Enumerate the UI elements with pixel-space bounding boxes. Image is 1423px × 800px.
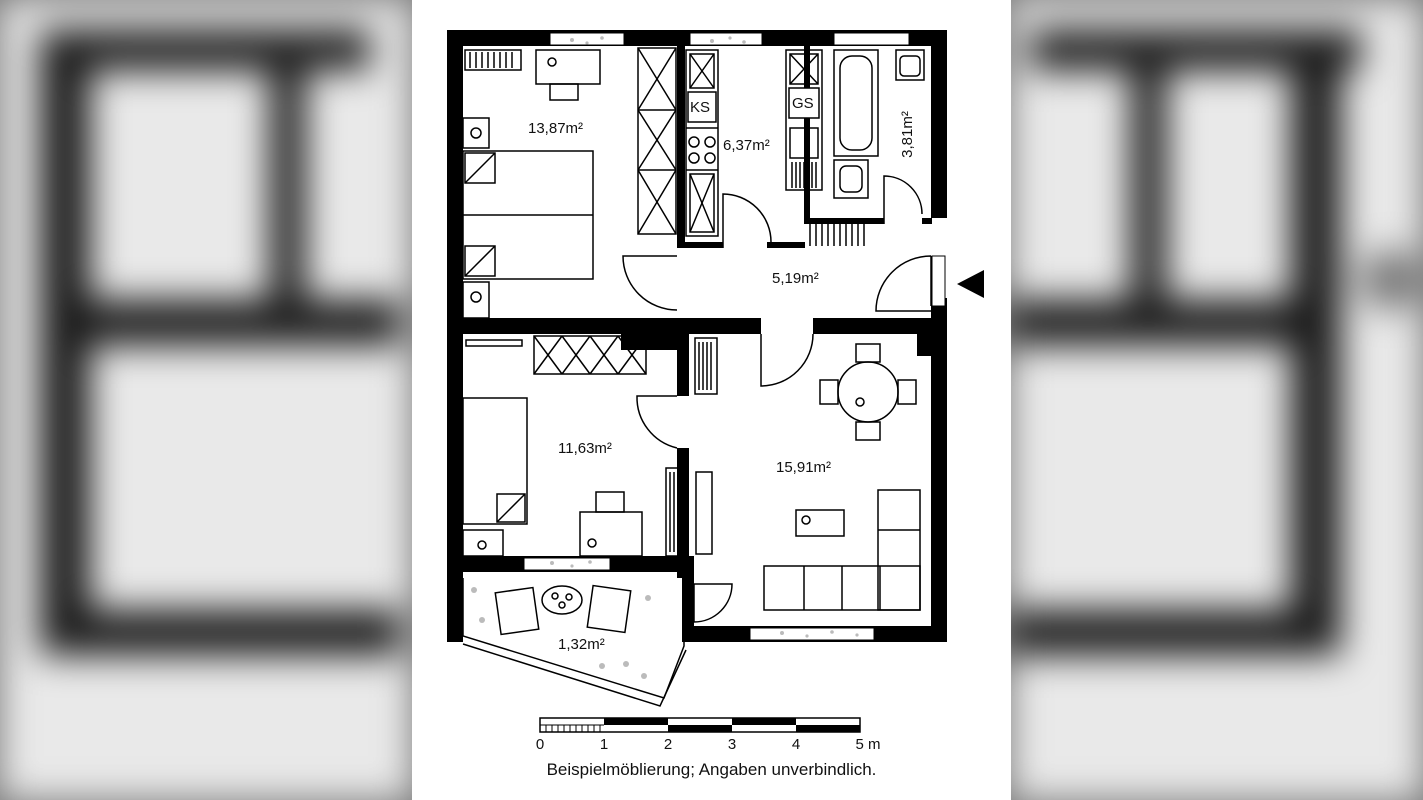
bedroom-furniture bbox=[462, 47, 677, 319]
floor-plan-drawing bbox=[447, 30, 984, 733]
balcony-plants bbox=[471, 587, 651, 679]
scale-tick-2: 2 bbox=[663, 736, 673, 753]
area-living: 15,91m² bbox=[776, 459, 832, 476]
scale-tick-3: 3 bbox=[727, 736, 737, 753]
entrance-arrow-icon bbox=[957, 270, 984, 298]
scale-bar bbox=[539, 717, 861, 733]
scale-tick-0: 0 bbox=[535, 736, 545, 753]
fridge-box bbox=[687, 91, 717, 123]
kitchen-units bbox=[685, 49, 865, 246]
living-furniture bbox=[695, 343, 921, 611]
scale-tick-4: 4 bbox=[791, 736, 801, 753]
doors bbox=[622, 175, 932, 623]
scale-tick-5: 5 m bbox=[855, 736, 881, 753]
fridge-label: KS bbox=[690, 99, 711, 116]
scale-tick-1: 1 bbox=[599, 736, 609, 753]
walls bbox=[447, 30, 947, 642]
bath-fixtures bbox=[833, 49, 925, 199]
dishwasher-box bbox=[788, 87, 820, 119]
area-balcony: 1,32m² bbox=[558, 636, 605, 653]
balcony bbox=[462, 578, 687, 707]
area-hall: 5,19m² bbox=[772, 270, 819, 287]
area-bedroom: 13,87m² bbox=[528, 120, 584, 137]
area-room2: 11,63m² bbox=[558, 440, 612, 457]
room2-furniture bbox=[462, 335, 718, 557]
windows bbox=[523, 32, 946, 641]
floor-plan-card: 13,87m² 6,37m² 3,81m² 5,19m² 11,63m² 15,… bbox=[412, 0, 1011, 800]
blurred-background-left bbox=[0, 0, 412, 800]
dishwasher-label: GS bbox=[792, 95, 814, 112]
area-bath: 3,81m² bbox=[898, 111, 916, 158]
area-kitchen: 6,37m² bbox=[723, 137, 770, 154]
disclaimer-text: Beispielmöblierung; Angaben unverbindlic… bbox=[546, 760, 877, 779]
blurred-background-right bbox=[1011, 0, 1423, 800]
